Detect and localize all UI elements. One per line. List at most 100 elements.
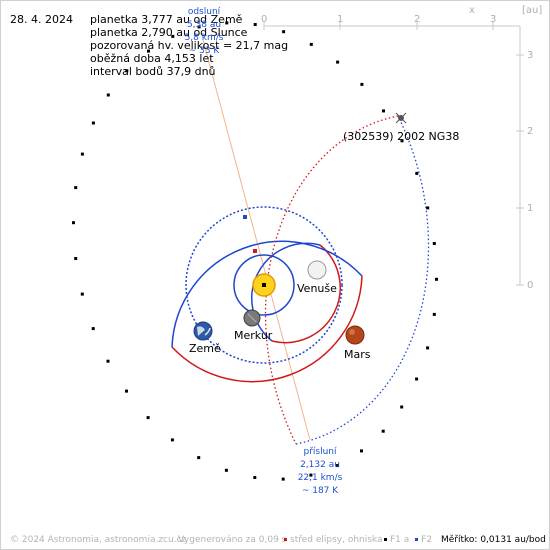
info-period: oběžná doba 4,153 let bbox=[90, 52, 214, 65]
orbit-point bbox=[197, 456, 201, 460]
orbit-point bbox=[281, 477, 285, 481]
footer-scale: Měřítko: 0,0131 au/bod bbox=[441, 535, 546, 545]
asteroid-orbit-north bbox=[264, 115, 399, 445]
orbit-point bbox=[91, 327, 95, 331]
y-tick-label: 2 bbox=[527, 126, 534, 137]
orbit-point bbox=[432, 312, 436, 316]
asteroid-orbit-points bbox=[72, 21, 438, 481]
asteroid-orbit-south bbox=[295, 115, 430, 445]
info-distance-earth: planetka 3,777 au od Země bbox=[90, 13, 243, 26]
aphelion-speed: 5,8 km/s bbox=[184, 33, 224, 43]
perihelion-distance: 2,132 au bbox=[300, 460, 340, 470]
mars-orbit-south bbox=[171, 240, 363, 348]
orbit-point bbox=[309, 473, 313, 477]
footer-generated: Vygenerováno za 0,09 s bbox=[178, 535, 287, 545]
orbit-point bbox=[197, 25, 201, 29]
orbit-point bbox=[91, 121, 95, 125]
y-tick-label: 3 bbox=[527, 50, 534, 61]
orbit-point bbox=[435, 277, 438, 281]
orbit-point bbox=[282, 30, 286, 34]
apsis-line bbox=[202, 39, 311, 441]
orbit-point bbox=[382, 109, 385, 113]
venus-orbit-south bbox=[251, 242, 321, 342]
mercury-label: Merkur bbox=[234, 329, 273, 342]
orbit-point bbox=[106, 359, 110, 363]
orbit-point bbox=[415, 171, 419, 175]
orbit-point bbox=[360, 449, 363, 453]
orbit-point bbox=[426, 206, 430, 210]
orbit-point bbox=[253, 23, 257, 26]
focus-f2-marker bbox=[243, 215, 247, 219]
asteroid-icon bbox=[395, 112, 407, 124]
orbit-point bbox=[146, 416, 150, 420]
asteroid-label: (302539) 2002 NG38 bbox=[343, 130, 460, 143]
aphelion-label: odsluní 5,38 au 5,8 km/s ~ 33 K bbox=[172, 6, 236, 58]
venus-icon bbox=[307, 260, 327, 280]
x-tick-label: 0 bbox=[261, 14, 268, 25]
orbit-point bbox=[80, 152, 84, 156]
mars-label: Mars bbox=[344, 348, 371, 361]
footer-legend-foci: F1 a F2 bbox=[384, 534, 432, 547]
earth-icon bbox=[193, 321, 213, 341]
orbit-point bbox=[125, 389, 128, 393]
earth-label: Země bbox=[189, 342, 221, 355]
venus-label: Venuše bbox=[297, 282, 337, 295]
y-tick-label: 1 bbox=[527, 203, 534, 214]
orbit-point bbox=[80, 292, 84, 296]
orbit-point bbox=[72, 221, 75, 225]
y-tick-label: 0 bbox=[527, 280, 534, 291]
mercury-icon bbox=[243, 309, 261, 327]
orbit-point bbox=[147, 49, 150, 53]
orbit-point bbox=[415, 377, 419, 381]
orbit-point bbox=[74, 257, 78, 260]
center-swatch bbox=[284, 538, 287, 541]
x-tick-label: 2 bbox=[414, 14, 421, 25]
x-axis-unit: x bbox=[469, 5, 475, 16]
y-axis-unit: [au] bbox=[522, 5, 543, 16]
sun-icon bbox=[252, 273, 276, 297]
mercury-orbit bbox=[233, 254, 295, 316]
earth-orbit bbox=[185, 206, 343, 364]
info-magnitude: pozorovaná hv. velikost = 21,7 mag bbox=[90, 39, 289, 52]
info-point-interval: interval bodů 37,9 dnů bbox=[90, 65, 216, 78]
orbit-point bbox=[381, 429, 385, 433]
mars-orbit-north bbox=[171, 275, 363, 383]
orbit-point bbox=[253, 476, 257, 479]
aphelion-title: odsluní bbox=[187, 7, 221, 17]
orbit-point bbox=[400, 405, 404, 409]
orbit-point bbox=[171, 34, 175, 38]
orbit-point bbox=[336, 60, 340, 64]
venus-orbit-north bbox=[271, 244, 341, 344]
orbit-point bbox=[335, 464, 339, 468]
orbit-point bbox=[106, 93, 110, 97]
perihelion-label: přísluní 2,132 au 22,1 km/s ~ 187 K bbox=[288, 446, 352, 498]
orbit-point bbox=[426, 346, 430, 350]
focus-f2-swatch bbox=[415, 538, 419, 541]
orbit-point bbox=[125, 69, 129, 73]
x-tick-label: 1 bbox=[337, 14, 344, 25]
info-distance-sun: planetka 2,790 au od Slunce bbox=[90, 26, 248, 39]
orbit-point bbox=[360, 82, 364, 86]
perihelion-temperature: ~ 187 K bbox=[301, 486, 339, 496]
aphelion-temperature: ~ 33 K bbox=[188, 46, 220, 56]
perihelion-speed: 22,1 km/s bbox=[297, 473, 343, 483]
ellipse-center-marker bbox=[253, 249, 257, 253]
x-tick-label: 3 bbox=[490, 14, 497, 25]
perihelion-title: přísluní bbox=[303, 447, 337, 457]
legend-center-text: střed elipsy, ohniska bbox=[290, 535, 383, 545]
orbit-point bbox=[400, 139, 404, 143]
orbit-point bbox=[432, 242, 436, 245]
date-label: 28. 4. 2024 bbox=[10, 13, 73, 26]
footer-copyright: © 2024 Astronomia, astronomia.zcu.cz bbox=[10, 535, 187, 545]
aphelion-distance: 5,38 au bbox=[186, 20, 222, 30]
orbit-point bbox=[309, 42, 313, 46]
legend-f1-text: F1 a bbox=[390, 535, 410, 545]
orbit-point bbox=[225, 21, 229, 25]
orbit-point bbox=[74, 186, 78, 190]
orbit-point bbox=[224, 468, 228, 472]
focus-f1-swatch bbox=[384, 538, 387, 541]
footer-legend-center: střed elipsy, ohniska bbox=[284, 534, 383, 547]
legend-f2-text: F2 bbox=[421, 535, 433, 545]
orbit-point bbox=[170, 438, 174, 442]
